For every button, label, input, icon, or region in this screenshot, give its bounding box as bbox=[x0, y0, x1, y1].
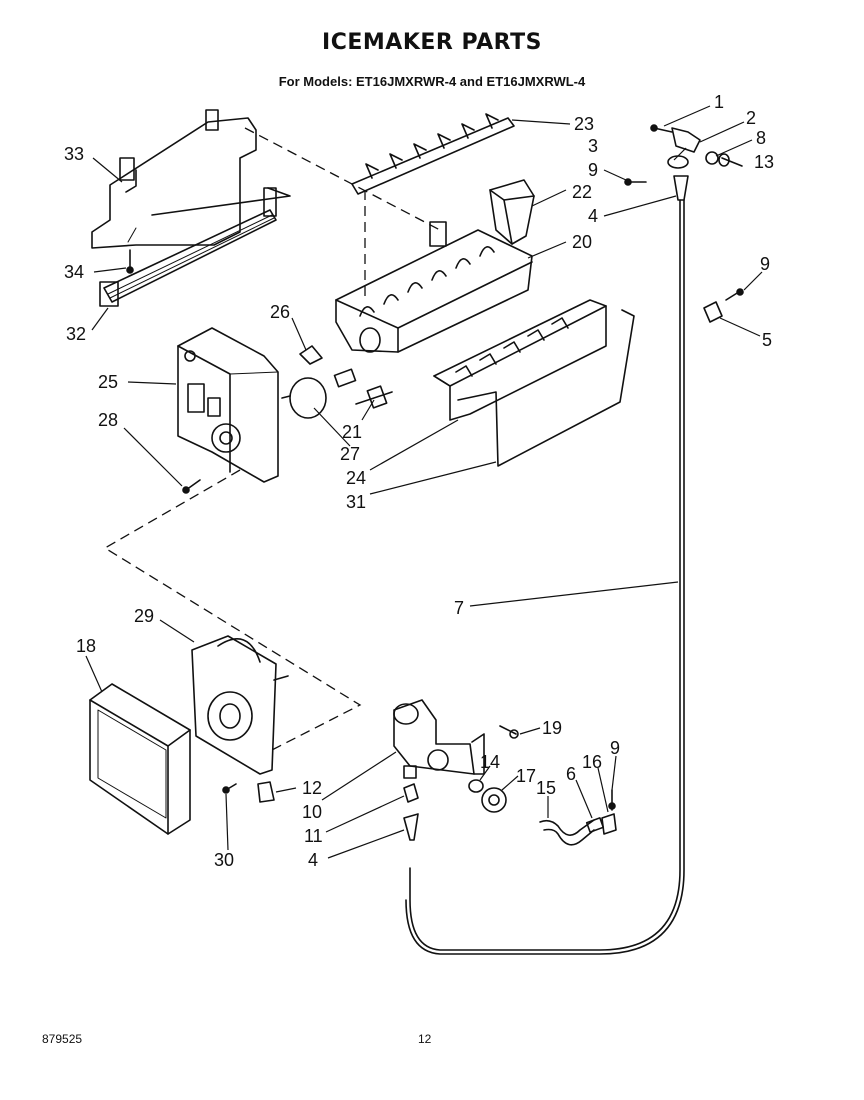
part-7-fill-tube bbox=[405, 199, 685, 955]
part-10-water-valve bbox=[393, 699, 485, 779]
dashed-alignment-lines bbox=[103, 127, 441, 753]
page-number: 12 bbox=[418, 1032, 432, 1046]
part-25-control-housing bbox=[177, 327, 279, 483]
callout-11: 11 bbox=[304, 826, 323, 846]
callout-19: 19 bbox=[542, 718, 562, 738]
callout-28: 28 bbox=[98, 410, 118, 430]
callout-6: 6 bbox=[566, 764, 576, 784]
part-16-clamp bbox=[601, 813, 617, 835]
part-18-front-cover bbox=[89, 683, 191, 835]
leader-lines bbox=[85, 105, 763, 859]
part-34-screw bbox=[126, 249, 134, 274]
callout-29: 29 bbox=[134, 606, 154, 626]
callout-9-lower: 9 bbox=[610, 738, 620, 758]
document-code: 879525 bbox=[42, 1032, 83, 1046]
part-9-screw-lower bbox=[608, 789, 616, 811]
callout-34: 34 bbox=[64, 262, 84, 282]
part-23-ejector bbox=[351, 113, 515, 195]
part-28-screw bbox=[182, 479, 201, 494]
callout-14: 14 bbox=[480, 752, 500, 772]
part-30-screw bbox=[222, 783, 237, 794]
part-8-nut bbox=[705, 151, 719, 165]
part-29-cover-plate bbox=[191, 635, 289, 775]
part-19-screw bbox=[499, 725, 519, 739]
part-9-screw-upper bbox=[624, 178, 647, 186]
callout-7: 7 bbox=[454, 598, 464, 618]
part-21-coupler bbox=[333, 368, 393, 409]
part-5-clamp bbox=[703, 301, 723, 323]
callout-9-upper: 9 bbox=[588, 160, 598, 180]
callout-10: 10 bbox=[302, 802, 322, 822]
part-20-ice-mold bbox=[335, 221, 533, 353]
callout-5: 5 bbox=[762, 330, 772, 350]
part-13-screw bbox=[718, 153, 743, 167]
part-9-screw-mid bbox=[725, 288, 744, 301]
callout-30: 30 bbox=[214, 850, 234, 870]
callout-26: 26 bbox=[270, 302, 290, 322]
part-15-tube bbox=[539, 819, 595, 846]
callout-2: 2 bbox=[746, 108, 756, 128]
part-24-ice-shelf bbox=[433, 299, 607, 421]
callout-32: 32 bbox=[66, 324, 86, 344]
callout-21: 21 bbox=[342, 422, 362, 442]
part-14-washer bbox=[468, 779, 484, 793]
callout-3: 3 bbox=[588, 136, 598, 156]
part-12-wire-nut bbox=[257, 781, 275, 803]
part-26-clip bbox=[299, 345, 323, 365]
callout-33: 33 bbox=[64, 144, 84, 164]
callout-15: 15 bbox=[536, 778, 556, 798]
callout-23: 23 bbox=[574, 114, 594, 134]
part-1-screw bbox=[650, 124, 673, 133]
part-32-heater-strip bbox=[99, 187, 277, 307]
callout-17: 17 bbox=[516, 766, 536, 786]
callout-12: 12 bbox=[302, 778, 322, 798]
part-4-insert-lower bbox=[403, 813, 419, 841]
part-3-fitting bbox=[667, 155, 689, 169]
callout-1: 1 bbox=[714, 92, 724, 112]
callout-8: 8 bbox=[756, 128, 766, 148]
callout-4-upper: 4 bbox=[588, 206, 598, 226]
callout-27: 27 bbox=[340, 444, 360, 464]
callout-24: 24 bbox=[346, 468, 366, 488]
part-4-insert-upper bbox=[673, 175, 689, 201]
callout-9-mid: 9 bbox=[760, 254, 770, 274]
model-subtitle: For Models: ET16JMXRWR-4 and ET16JMXRWL-… bbox=[278, 74, 586, 89]
callout-18: 18 bbox=[76, 636, 96, 656]
callout-22: 22 bbox=[572, 182, 592, 202]
callout-31: 31 bbox=[346, 492, 366, 512]
part-2-clamp bbox=[671, 127, 701, 153]
callout-labels: 33 34 32 25 28 26 27 21 24 31 20 22 23 1… bbox=[64, 92, 774, 870]
part-11-nut bbox=[403, 783, 419, 803]
callout-4-lower: 4 bbox=[308, 850, 318, 870]
callout-20: 20 bbox=[572, 232, 592, 252]
callout-13: 13 bbox=[754, 152, 774, 172]
page-title: ICEMAKER PARTS bbox=[322, 30, 542, 55]
callout-25: 25 bbox=[98, 372, 118, 392]
part-31-shutoff-arm bbox=[457, 309, 635, 467]
part-17-nut bbox=[481, 787, 507, 813]
part-22-stripper-cup bbox=[489, 179, 535, 245]
callout-16: 16 bbox=[582, 752, 602, 772]
part-6-fitting bbox=[585, 817, 605, 833]
part-27-motor bbox=[281, 377, 327, 419]
